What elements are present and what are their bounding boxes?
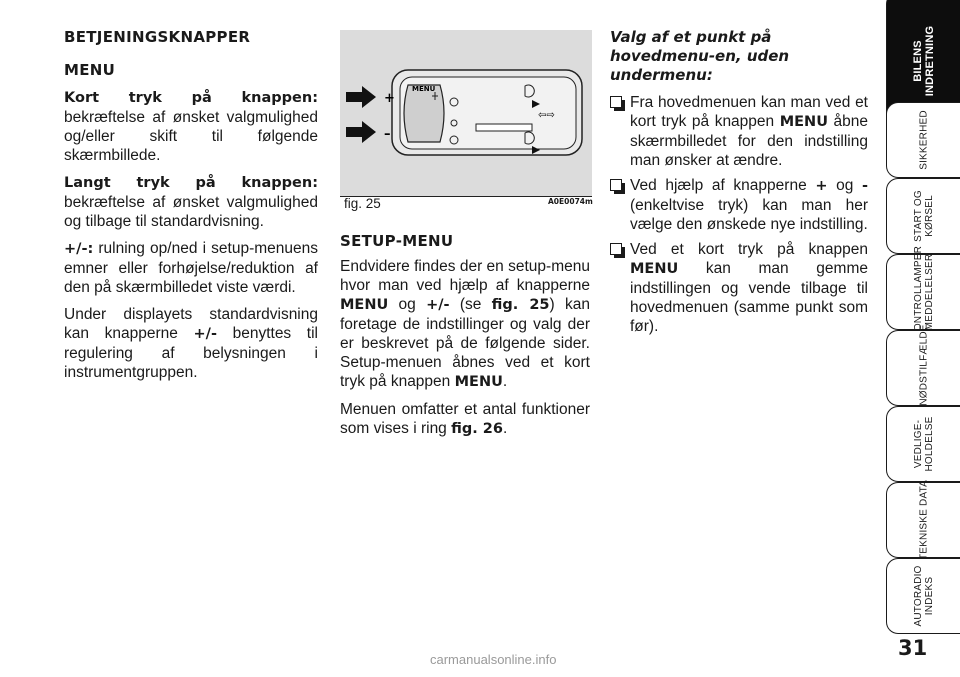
setup-pm-term: +/- — [426, 297, 450, 313]
figure-rule — [340, 196, 592, 197]
setup-fig-ref-2: fig. 26 — [451, 421, 503, 437]
tab-label: START OG KØRSEL — [912, 190, 935, 242]
tab-sikkerhed[interactable]: SIKKERHED — [886, 102, 960, 178]
paragraph-lighting: Under displayets standardvisning kan kna… — [64, 305, 318, 382]
setup-text-a: Endvidere findes der en setup-menu hvor … — [340, 258, 590, 294]
setup-menu-heading: SETUP-MENU — [340, 232, 454, 250]
tab-autoradio-indeks[interactable]: AUTORADIO INDEKS — [886, 558, 960, 634]
setup-p2-text-b: . — [503, 420, 508, 437]
control-panel-drawing: MENU + – ⇦⇨ — [346, 69, 583, 156]
page-number: 31 — [898, 636, 928, 660]
dot-icon — [450, 119, 458, 127]
b1-text-b: åbne skærmbilledet for den indstilling m… — [630, 113, 868, 169]
b1-text-a: Fra hovedmenuen kan man ved et kort tryk… — [630, 94, 868, 130]
setup-menu-term-2: MENU — [454, 374, 503, 390]
tab-tekniske-data[interactable]: TEKNISKE DATA — [886, 479, 960, 561]
lighting-text-b: benyttes til regulering af belysningen i… — [64, 325, 319, 381]
setup-fig-ref: fig. 25 — [491, 297, 550, 313]
b2-text-c: (enkeltvise tryk) kan man her vælge den … — [630, 197, 868, 233]
lever-up-arrow-icon — [532, 146, 540, 154]
tab-label: SIKKERHED — [918, 110, 929, 170]
b2-text-b: og — [827, 177, 862, 194]
b3-text-a: Ved et kort tryk på knappen — [630, 241, 868, 258]
setup-p2-text-a: Menuen omfatter et antal funktioner som … — [340, 401, 590, 437]
fog-light-icon — [524, 131, 535, 145]
menu-subheading: MENU — [64, 61, 116, 79]
section-heading: BETJENINGSKNAPPER — [64, 28, 251, 46]
tab-vedligeholdelse[interactable]: VEDLIGE- HOLDELSE — [886, 406, 960, 482]
figure-25-illustration: MENU + – ⇦⇨ — [340, 30, 592, 197]
chapter-tabs: BILENS INDRETNING SIKKERHED START OG KØR… — [886, 0, 960, 677]
mainmenu-heading: Valg af et punkt på hovedmenu-en, uden u… — [610, 28, 790, 84]
checkbox-icon — [610, 179, 625, 194]
tab-label: VEDLIGE- HOLDELSE — [912, 416, 935, 472]
b1-menu-term: MENU — [779, 114, 828, 130]
tab-start-og-korsel[interactable]: START OG KØRSEL — [886, 178, 960, 254]
paragraph-short-press: Kort tryk på knappen: bekræftelse af øns… — [64, 88, 318, 165]
long-press-text: bekræftelse af ønsket valgmulighed og ti… — [64, 194, 318, 230]
plus-minus-text: rulning op/ned i setup-menuens emner ell… — [64, 240, 318, 296]
setup-text-b: og — [388, 296, 427, 313]
tab-kontrollamper[interactable]: KONTROLLAMPER MEDDELELSER — [886, 246, 960, 338]
long-press-term: Langt tryk på knappen: — [64, 175, 318, 191]
figure-caption: fig. 25 — [344, 196, 381, 211]
column-right: Valg af et punkt på hovedmenu-en, uden u… — [610, 28, 868, 342]
headlight-icon — [432, 92, 438, 100]
checkbox-icon — [610, 243, 625, 258]
tab-label: TEKNISKE DATA — [918, 479, 929, 561]
paragraph-long-press: Langt tryk på knappen: bekræftelse af øn… — [64, 173, 318, 231]
b2-minus-term: - — [861, 178, 868, 194]
warning-icon — [449, 135, 459, 145]
b3-text-b: kan man gemme indstillingen og vende til… — [630, 260, 868, 335]
menu-label-text: MENU — [412, 85, 436, 93]
figure-code: A0E0074m — [548, 197, 593, 206]
plus-minus-term: +/-: — [64, 241, 94, 257]
tab-label: BILENS INDRETNING — [911, 25, 936, 97]
lighting-text-a: Under displayets standardvisning kan kna… — [64, 306, 318, 342]
short-press-term: Kort tryk på knappen: — [64, 90, 318, 106]
minus-label: – — [384, 127, 391, 142]
column-left: BETJENINGSKNAPPER MENU Kort tryk på knap… — [64, 28, 318, 390]
b2-text-a: Ved hjælp af knapperne — [630, 177, 816, 194]
lighting-term: +/- — [193, 326, 217, 342]
paragraph-plus-minus: +/-: rulning op/ned i setup-menuens emne… — [64, 239, 318, 297]
sun-icon — [449, 97, 459, 107]
tab-nodstilfaelde[interactable]: I NØDSTILFÆLDE — [886, 324, 960, 412]
b3-menu-term: MENU — [630, 261, 679, 277]
bullet-item-1: Fra hovedmenuen kan man ved et kort tryk… — [610, 93, 868, 170]
b2-plus-term: + — [815, 178, 828, 194]
lever-down-arrow-icon — [532, 100, 540, 108]
setup-menu-term: MENU — [340, 297, 389, 313]
short-press-text: bekræftelse af ønsket valgmulighed og/el… — [64, 109, 318, 164]
watermark: carmanualsonline.info — [430, 652, 557, 667]
setup-paragraph-1: Endvidere findes der en setup-menu hvor … — [340, 257, 590, 392]
arrow-minus-icon — [346, 121, 376, 143]
arrow-plus-icon — [346, 86, 376, 108]
bullet-item-2: Ved hjælp af knapperne + og - (enkeltvis… — [610, 176, 868, 234]
indicator-arrows-icon: ⇦⇨ — [538, 110, 555, 121]
tab-label: I NØDSTILFÆLDE — [918, 324, 929, 412]
setup-text-c: (se — [449, 296, 492, 313]
high-beam-icon — [524, 84, 535, 98]
rocker-button — [403, 84, 445, 143]
setup-paragraph-2: Menuen omfatter et antal funktioner som … — [340, 400, 590, 439]
setup-text-d: ) kan foretage de indstillinger og valg … — [340, 296, 590, 390]
setup-text-e: . — [502, 373, 508, 390]
column-middle: SETUP-MENU Endvidere findes der en setup… — [340, 232, 590, 447]
tab-label: AUTORADIO INDEKS — [912, 565, 935, 627]
checkbox-icon — [610, 96, 625, 111]
bullet-item-3: Ved et kort tryk på knappen MENU kan man… — [610, 240, 868, 336]
display-slot — [475, 123, 533, 132]
plus-label: + — [384, 91, 395, 106]
